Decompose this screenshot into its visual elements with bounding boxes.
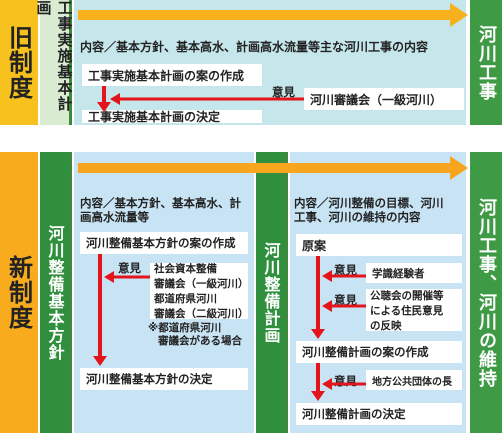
plan-draft0-box: 原案 (296, 234, 462, 256)
policy-council-box: 社会資本整備 審議会（一級河川） 都道府県河川 審議会（二級河川） (150, 263, 249, 320)
new-final-label: 河川工事、河川の維持 (470, 152, 502, 433)
plan-content-line1: 内容／河川整備の目標、河川 (294, 196, 444, 210)
plan-content: 内容／河川整備の目標、河川 工事、河川の維持の内容 (294, 196, 466, 224)
policy-pref-line2: 審議会（二級河川） (154, 308, 249, 320)
plan-experts-box: 学識経験者 (366, 263, 462, 283)
plan-public-line2: による住民意見 (370, 304, 444, 317)
old-content: 内容／基本方針、基本高水、計画高水流量等主な河川工事の内容 (80, 40, 429, 54)
old-final-label: 河川工事 (470, 0, 502, 125)
old-decision-box: 工事実施基本計画の決定 (82, 110, 262, 124)
policy-draft-box: 河川整備基本方針の案の作成 (80, 232, 248, 254)
plan-public-box: 公聴会の開催等 による住民意見 の反映 (366, 289, 462, 332)
policy-council-line1: 社会資本整備 (154, 263, 217, 275)
policy-content: 内容／基本方針、基本高水、計画高水流量等 (80, 196, 241, 224)
policy-note: ※都道府県河川 審議会がある場合 (148, 322, 252, 348)
old-draft-box: 工事実施基本計画の案の作成 (82, 64, 262, 86)
new-era-label: 新制度 (0, 152, 38, 433)
plan-public-line3: の反映 (370, 319, 402, 332)
policy-council-line2: 審議会（一級河川） (154, 278, 249, 290)
new-flow-arrow (78, 156, 468, 180)
plan-public-line1: 公聴会の開催等 (370, 289, 444, 302)
policy-opinion-label: 意見 (118, 261, 141, 275)
old-plan-label: 工事実施基本計画 (35, 0, 74, 125)
old-council-box: 河川審議会（一級河川） (304, 88, 464, 110)
plan-content-line2: 工事、河川の維持の内容 (294, 210, 421, 224)
policy-pref-line1: 都道府県河川 (154, 293, 217, 305)
old-era-label: 旧制度 (0, 0, 38, 125)
plan-opinion2-label: 意見 (334, 293, 357, 307)
new-policy-label: 河川整備基本方針 (40, 152, 72, 433)
plan-opinion1-label: 意見 (334, 263, 357, 277)
old-opinion-label: 意見 (272, 85, 295, 99)
old-flow-arrow (78, 3, 468, 27)
policy-decision-box: 河川整備基本方針の決定 (80, 368, 248, 390)
policy-note-line1: ※都道府県河川 (148, 322, 222, 334)
plan-draft-box: 河川整備計画の案の作成 (296, 341, 462, 363)
plan-decision-box: 河川整備計画の決定 (296, 403, 462, 425)
policy-note-line2: 審議会がある場合 (158, 335, 242, 347)
plan-local-box: 地方公共団体の長 (366, 370, 462, 390)
new-plan-label: 河川整備計画 (256, 152, 288, 433)
